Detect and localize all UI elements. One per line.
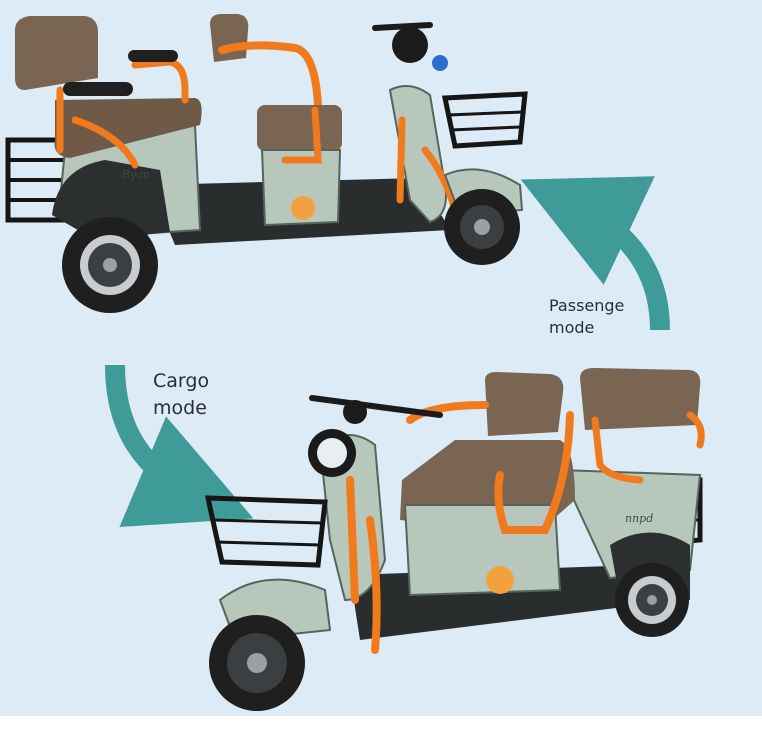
cargo-mode-label: Cargo mode [153,370,210,419]
rear-wheel [62,217,158,313]
side-badge-bottom: nnpd [625,512,653,525]
front-wheel [444,189,520,265]
front-seat-bottom [400,372,575,597]
front-basket-bottom [204,495,328,568]
tricycle-cargo-mode: nnpd [204,368,705,711]
bottom-band [0,716,762,729]
front-basket [441,91,528,149]
front-wheel-bottom [209,615,305,711]
side-badge-top: Byan [121,168,150,181]
rear-wheel-bottom [615,563,689,637]
front-seat [210,14,342,227]
rear-seat [15,16,202,169]
tricycle-passenger-mode: Byan [5,14,528,313]
passenger-mode-label: Passenge mode [549,296,625,337]
arrow-to-passenger-mode [520,176,670,331]
arrow-to-cargo-mode [105,364,254,527]
